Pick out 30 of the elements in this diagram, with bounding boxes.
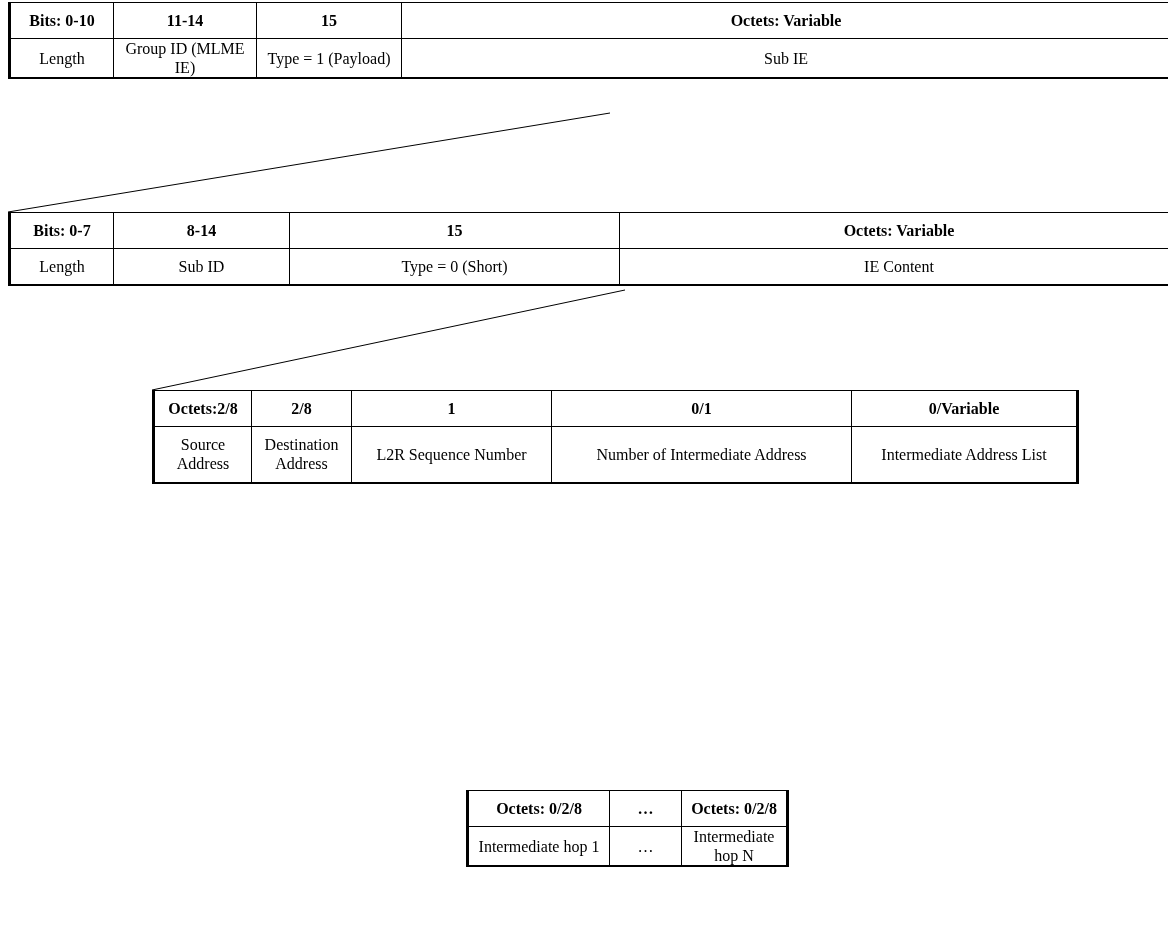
field-name: Group ID (MLME IE) — [113, 38, 257, 78]
field-name: Number of Intermediate Address — [551, 426, 852, 483]
field-name: Length — [9, 38, 114, 78]
field-name: Source Address — [153, 426, 252, 483]
field-name: Intermediate Address List — [851, 426, 1078, 483]
field-name: Intermediate hop 1 — [467, 826, 610, 866]
column-header: Octets:2/8 — [153, 390, 252, 427]
field-name: L2R Sequence Number — [351, 426, 552, 483]
column-header: 0/Variable — [851, 390, 1078, 427]
field-name: Destination Address — [251, 426, 352, 483]
column-header: 0/1 — [551, 390, 852, 427]
column-header: Octets: Variable — [619, 212, 1168, 249]
column-header: 8-14 — [113, 212, 290, 249]
column-header: 15 — [289, 212, 620, 249]
field-name: Type = 0 (Short) — [289, 248, 620, 285]
field-name: Intermediate hop N — [681, 826, 788, 866]
column-header: 2/8 — [251, 390, 352, 427]
column-header: 15 — [256, 2, 402, 39]
column-header: Bits: 0-7 — [9, 212, 114, 249]
column-header: Bits: 0-10 — [9, 2, 114, 39]
column-header: Octets: 0/2/8 — [467, 790, 610, 827]
column-header: Octets: 0/2/8 — [681, 790, 788, 827]
field-name: Type = 1 (Payload) — [256, 38, 402, 78]
column-header: … — [609, 790, 682, 827]
field-name: Length — [9, 248, 114, 285]
column-header: 1 — [351, 390, 552, 427]
column-header: Octets: Variable — [401, 2, 1168, 39]
column-header: 11-14 — [113, 2, 257, 39]
field-name: … — [609, 826, 682, 866]
field-name: Sub ID — [113, 248, 290, 285]
